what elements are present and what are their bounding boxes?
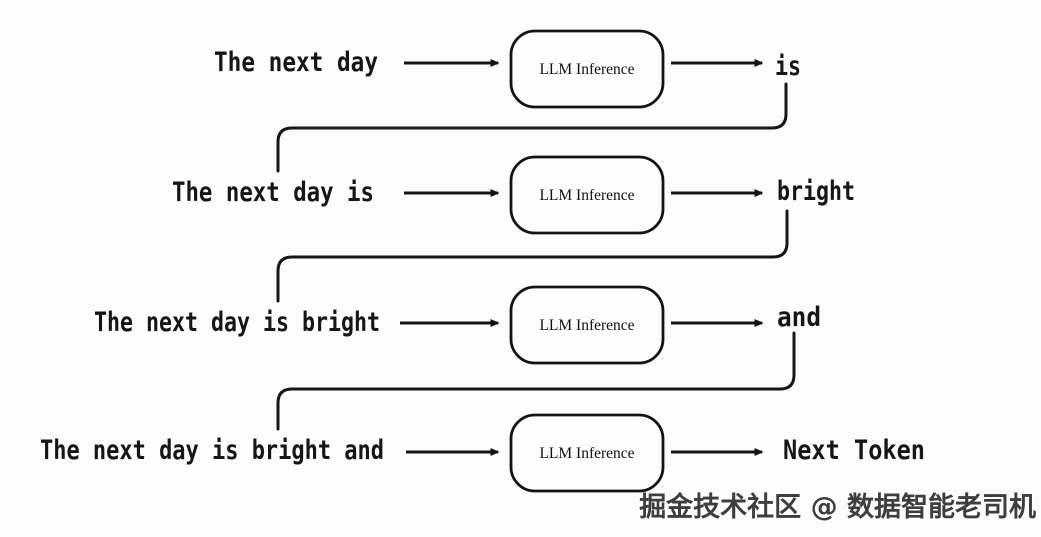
prompt-text: The next day is bright and <box>40 435 384 466</box>
llm-inference-box <box>509 285 665 365</box>
diagram-row: The next day is bright and LLM Inference… <box>40 413 925 493</box>
output-token: is <box>775 51 801 82</box>
diagram-row: The next day is bright LLM Inference and <box>94 285 821 431</box>
diagram-row: The next day is LLM Inference bright <box>172 155 855 303</box>
feedback-arrow <box>276 209 789 303</box>
llm-inference-label: LLM Inference <box>539 317 634 334</box>
output-token: Next Token <box>783 435 925 466</box>
watermark-highlight-text: 掘金技术社区 @ 数据智能老司机 <box>641 493 1038 525</box>
llm-inference-label: LLM Inference <box>539 187 634 204</box>
diagram-row: The next day LLM Inference is <box>214 29 801 173</box>
prompt-text: The next day is bright <box>94 307 380 338</box>
llm-inference-label: LLM Inference <box>539 61 634 78</box>
output-token: bright <box>777 176 855 207</box>
watermark: 掘金技术社区 @ 数据智能老司机 掘金技术社区 @ 数据智能老司机 <box>639 491 1038 525</box>
watermark-text: 掘金技术社区 @ 数据智能老司机 <box>639 491 1036 523</box>
prompt-text: The next day is <box>172 177 374 208</box>
output-token: and <box>777 302 821 333</box>
feedback-arrow <box>276 331 796 431</box>
llm-inference-box <box>509 413 665 493</box>
llm-inference-label: LLM Inference <box>539 445 634 462</box>
feedback-arrow <box>276 82 788 173</box>
prompt-text: The next day <box>214 47 378 78</box>
llm-inference-box <box>509 29 665 109</box>
llm-inference-box <box>509 155 665 235</box>
